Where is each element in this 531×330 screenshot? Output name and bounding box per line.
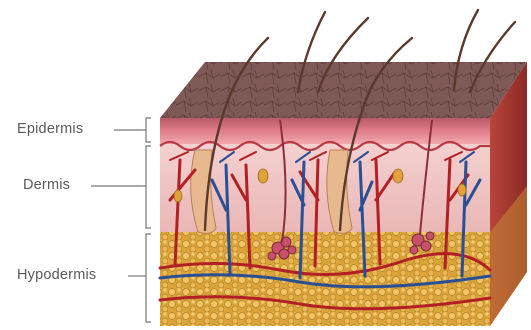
label-dermis: Dermis <box>23 177 70 193</box>
label-epidermis: Epidermis <box>17 121 83 137</box>
label-hypodermis: Hypodermis <box>17 267 96 283</box>
label-leaders <box>91 118 151 322</box>
hypodermis-layer <box>160 232 490 326</box>
epidermis-layer <box>160 118 490 144</box>
